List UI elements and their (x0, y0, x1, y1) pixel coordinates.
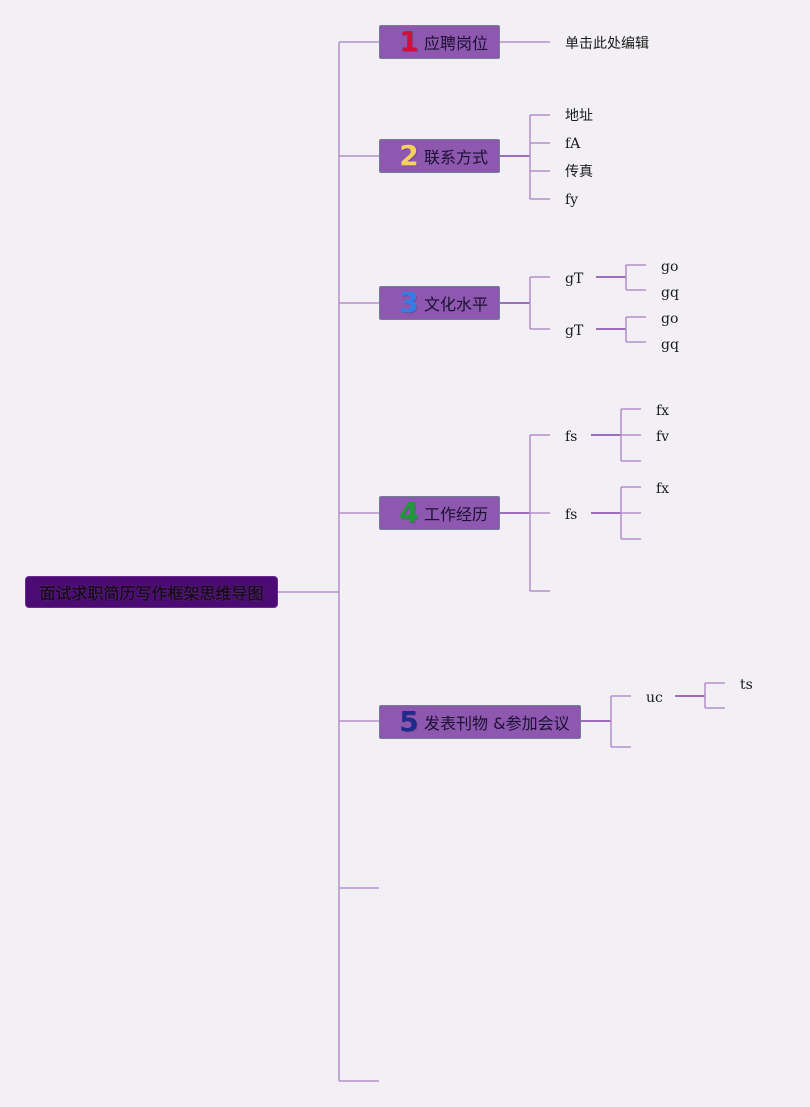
topic-label: 工作经历 (424, 505, 489, 524)
topic-label: 应聘岗位 (424, 34, 489, 53)
leaf-node[interactable]: go (661, 259, 679, 275)
subtopic-node[interactable]: fy (565, 192, 579, 208)
subtopic-node[interactable]: 地址 (565, 108, 593, 124)
topic-number-5: 5 (399, 705, 419, 738)
topic-4-node[interactable]: 4 工作经历 (379, 496, 500, 530)
root-node[interactable]: 面试求职简历写作框架思维导图 (25, 576, 278, 608)
leaf-node[interactable]: ts (740, 677, 753, 693)
leaf-node[interactable]: gq (661, 285, 679, 301)
topic-label: 文化水平 (424, 295, 489, 314)
topic-label: 联系方式 (424, 148, 489, 167)
topic-2-node[interactable]: 2 联系方式 (379, 139, 500, 173)
subtopic-node[interactable]: gT (565, 271, 584, 287)
subtopic-node[interactable]: 传真 (565, 164, 593, 180)
topic-number-4: 4 (399, 496, 419, 529)
topic-label: 发表刊物 &参加会议 (424, 714, 570, 733)
topic-number-1: 1 (399, 25, 419, 58)
subtopic-node[interactable]: gT (565, 323, 584, 339)
leaf-node[interactable]: fx (656, 481, 670, 497)
leaf-node[interactable]: fx (656, 403, 670, 419)
subtopic-node[interactable]: 单击此处编辑 (565, 36, 649, 52)
root-label: 面试求职简历写作框架思维导图 (39, 584, 264, 603)
subtopic-node[interactable]: fs (565, 429, 578, 445)
subtopic-node[interactable]: uc (646, 690, 663, 706)
leaf-node[interactable]: go (661, 311, 679, 327)
leaf-node[interactable]: gq (661, 337, 679, 353)
subtopic-node[interactable]: fs (565, 507, 578, 523)
topic-3-node[interactable]: 3 文化水平 (379, 286, 500, 320)
topic-number-2: 2 (399, 139, 419, 172)
subtopic-node[interactable]: fA (565, 136, 581, 152)
topic-number-3: 3 (399, 286, 419, 319)
leaf-node[interactable]: fv (656, 429, 670, 445)
topic-1-node[interactable]: 1 应聘岗位 (379, 25, 500, 59)
topic-5-node[interactable]: 5 发表刊物 &参加会议 (379, 705, 581, 739)
